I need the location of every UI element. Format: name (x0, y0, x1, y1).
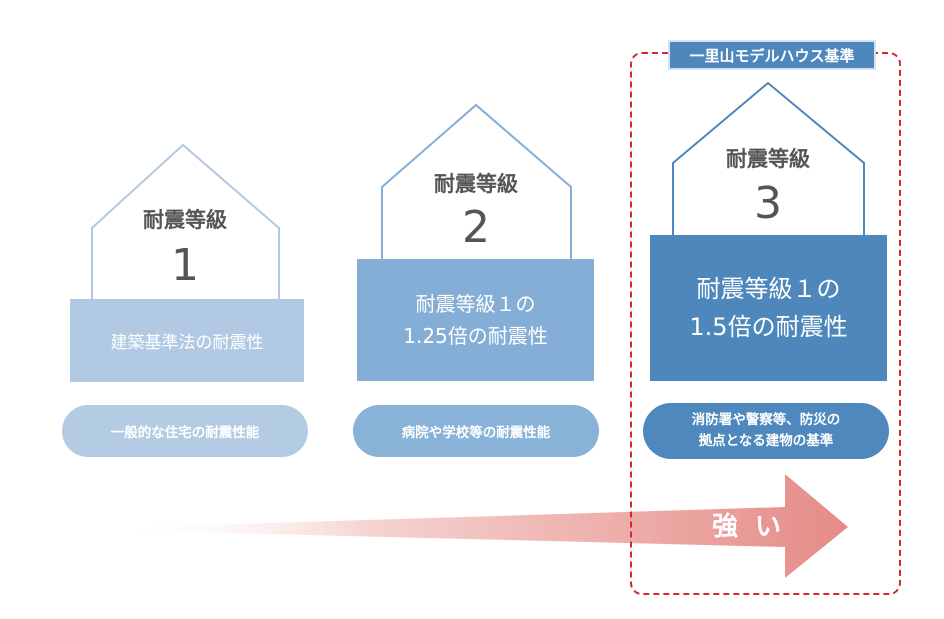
arrow-shape (110, 474, 848, 578)
house-1-pill: 一般的な住宅の耐震性能 (62, 405, 308, 457)
house-3-base: 耐震等級１の 1.5倍の耐震性 (650, 235, 887, 381)
house-1-title: 耐震等級 (143, 208, 227, 232)
house-2-title: 耐震等級 (434, 172, 518, 196)
model-house-badge: 一里山モデルハウス基準 (668, 40, 876, 70)
house-3-pill: 消防署や警察等、防災の 拠点となる建物の基準 (643, 403, 889, 459)
house-1-base: 建築基準法の耐震性 (70, 299, 304, 382)
arrow-label: 強 い (712, 512, 786, 542)
house-2-pill: 病院や学校等の耐震性能 (353, 405, 599, 457)
house-3-number: 3 (754, 178, 782, 229)
house-2-number: 2 (462, 202, 490, 253)
house-2-base: 耐震等級１の 1.25倍の耐震性 (357, 259, 594, 381)
house-1-number: 1 (171, 240, 199, 291)
house-3-title: 耐震等級 (726, 147, 810, 171)
